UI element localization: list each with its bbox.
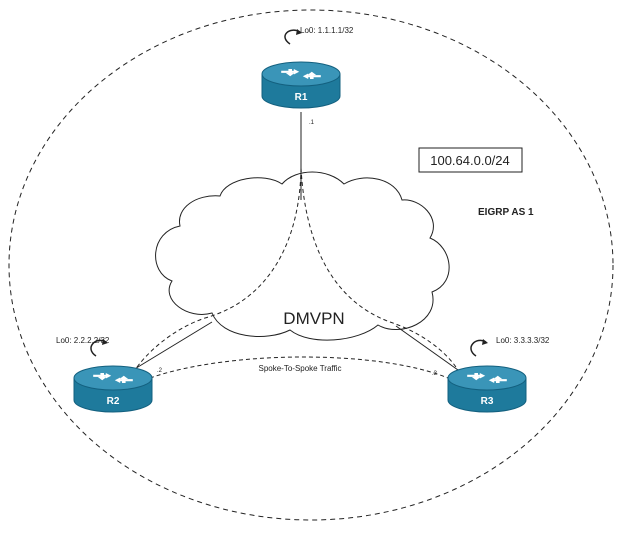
loopback-arrow-icon [296, 29, 302, 35]
eigrp-domain-boundary [8, 9, 614, 521]
router-name: R3 [481, 396, 494, 407]
loopback-arrow-icon [102, 339, 108, 345]
router-name: R1 [295, 92, 308, 103]
r3-loopback-label: Lo0: 3.3.3.3/32 [496, 336, 550, 345]
router-name: R2 [107, 396, 120, 407]
loopback-arrow-icon [482, 339, 488, 345]
link-r2-cloud [132, 321, 213, 371]
spoke-to-spoke-label: Spoke-To-Spoke Traffic [258, 364, 341, 373]
eigrp-as-label: EIGRP AS 1 [478, 207, 534, 218]
r2-loopback-label: Lo0: 2.2.2.2/32 [56, 336, 110, 345]
router-r3[interactable]: R3 [447, 365, 527, 413]
r1-interface-label: .1 [309, 120, 315, 126]
tunnel-r1-r3 [300, 167, 459, 371]
subnet-box [418, 147, 523, 173]
r2-interface-label: .2 [157, 368, 163, 374]
router-r1[interactable]: R1 [261, 61, 341, 109]
dmvpn-cloud [155, 171, 450, 341]
r3-interface-label: .3 [432, 371, 438, 377]
dmvpn-label: DMVPN [283, 309, 344, 328]
link-r3-cloud [395, 325, 459, 371]
spoke-to-spoke-tunnel [149, 356, 449, 379]
subnet-label: 100.64.0.0/24 [430, 153, 510, 168]
router-r2[interactable]: R2 [73, 365, 153, 413]
tunnel-r1-r2 [134, 167, 302, 371]
r1-loopback-label: Lo0: 1.1.1.1/32 [300, 26, 354, 35]
